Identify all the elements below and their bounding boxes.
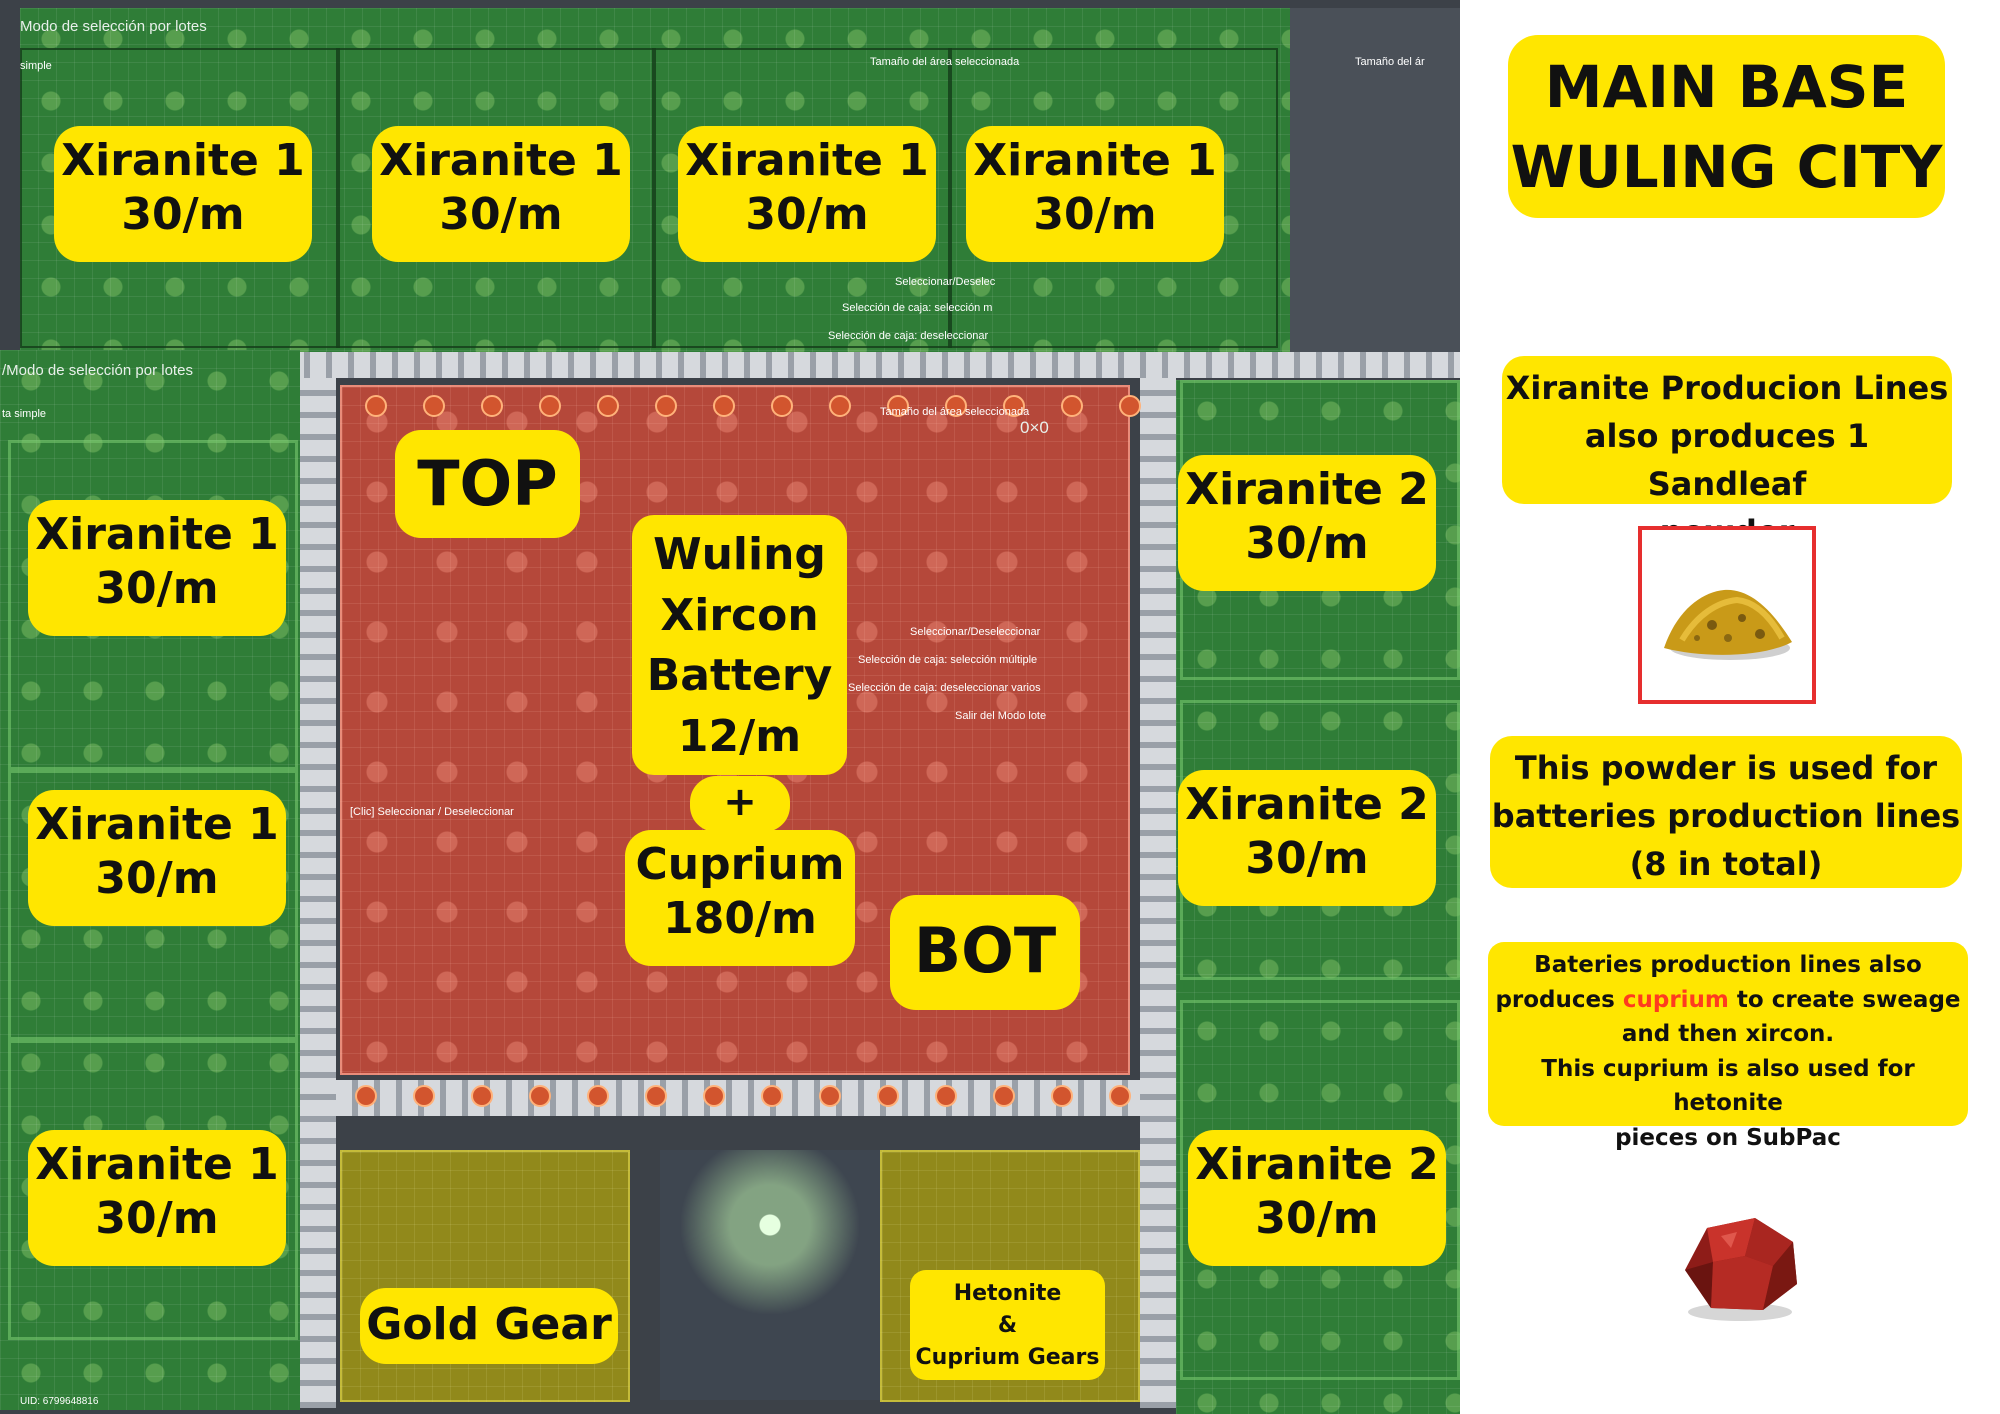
core-hub [660,1150,880,1400]
zone-frame [8,770,298,1040]
sandleaf-powder-icon [1664,589,1792,660]
wall-top [260,352,1460,378]
machine-row [365,395,1141,417]
battery-note: Bateries production lines also produces … [1488,942,1968,1151]
area-size-label: Tamaño del área seleccionada [880,406,1030,418]
main-base-title: MAIN BASE WULING CITY [1508,35,1945,218]
hint-select: Seleccionar/Deselec [895,276,996,288]
hint-exit: Salir del Modo lote [955,710,1047,722]
zone-frame [8,1040,298,1340]
machine-row [355,1085,1131,1107]
zone-frame [948,48,1278,348]
hint-box-desel: Selección de caja: deseleccionar varios [848,682,1041,694]
sandleaf-powder-frame [1638,526,1816,704]
zone-frame [652,48,952,348]
mode-simple-label: ta simple [2,408,47,420]
hetonite-gear-label: Hetonite & Cuprium Gears [910,1270,1105,1380]
hint-click: [Clic] Seleccionar / Deseleccionar [350,806,514,818]
area-size-value: 0×0 [1020,418,1049,437]
hint-box-multi: Selección de caja: selección m [842,302,993,314]
hint-select: Seleccionar/Deseleccionar [910,626,1041,638]
hint-box-multi: Selección de caja: selección múltiple [858,654,1038,666]
zone-frame [336,48,656,348]
batch-mode-label: Modo de selección por lotes [20,18,207,35]
cuprium-ore-icon [1685,1218,1797,1321]
bot-section-label: BOT [890,895,1080,1010]
map-ground [1290,8,1460,358]
title-line: MAIN BASE [1544,53,1909,121]
zone-frame [1180,1000,1460,1380]
factory-map: Modo de selección por lotes simple /Modo… [0,0,1460,1414]
gold-gear-label: Gold Gear [360,1288,618,1364]
uid-label: UID: 6799648816 [20,1396,99,1407]
area-size-label: Tamaño del área seleccionada [870,56,1020,68]
batch-mode-label: /Modo de selección por lotes [2,362,193,379]
wall-bottom [330,1080,1150,1116]
top-section-label: TOP [395,430,580,538]
battery-output-label: Wuling Xircon Battery 12/m [632,515,847,775]
wall-right [1140,378,1176,1408]
plus-sign-label: + [690,776,790,832]
powder-note: This powder is used for batteries produc… [1490,736,1962,888]
title-line: WULING CITY [1510,133,1943,202]
cuprium-output-label: Cuprium 180/m [625,830,855,966]
xiranite-note: Xiranite Producion Lines also produces 1… [1502,356,1952,551]
cuprium-highlight: cuprium [1622,986,1729,1013]
zone-frame [8,440,298,770]
zone-frame [20,48,340,348]
hint-box-desel: Selección de caja: deseleccionar [828,330,989,342]
mode-simple-label: simple [20,60,52,72]
area-size-label: Tamaño del ár [1355,56,1425,68]
wall-left [300,378,336,1408]
gold-gear-zone [340,1150,630,1402]
